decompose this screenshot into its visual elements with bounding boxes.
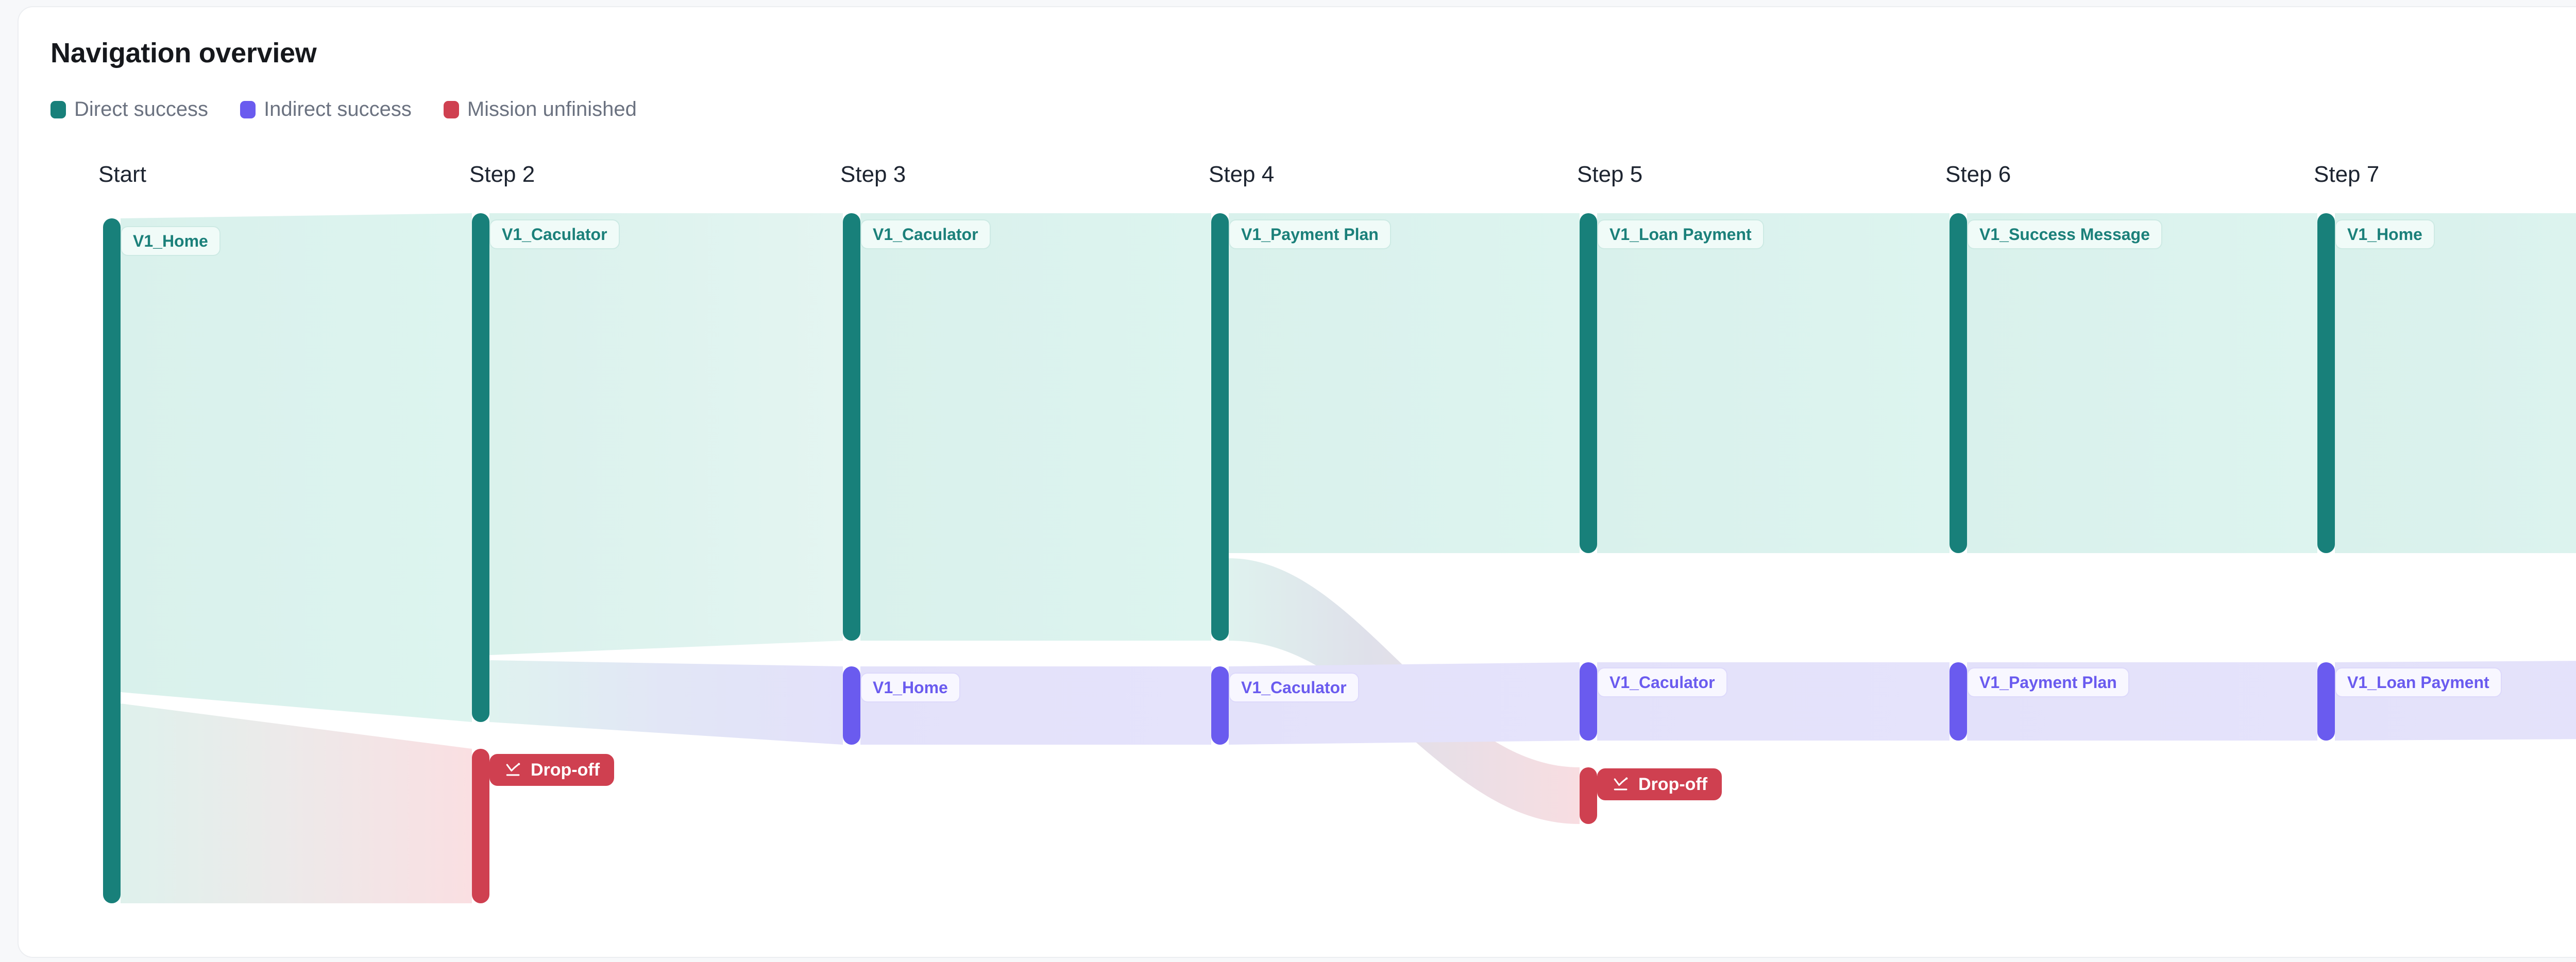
step-header-5: Step 5: [1577, 162, 1643, 187]
dropoff-badge[interactable]: Drop-off: [1597, 768, 1722, 800]
sankey-node-label[interactable]: V1_Caculator: [1229, 673, 1359, 702]
sankey-node-bar[interactable]: [103, 218, 121, 903]
legend-item[interactable]: Mission unfinished: [443, 98, 637, 121]
legend-item[interactable]: Indirect success: [240, 98, 412, 121]
sankey-node-bar[interactable]: [1580, 213, 1597, 553]
legend-label: Direct success: [74, 98, 209, 121]
navigation-overview-card: Navigation overview Direct success Indire…: [18, 6, 2576, 958]
sankey-node-bar[interactable]: [843, 666, 860, 745]
node-label-text: V1_Caculator: [1241, 678, 1347, 697]
node-label-text: V1_Payment Plan: [1241, 225, 1379, 244]
sankey-flow-canvas: [121, 213, 2576, 903]
node-label-text: V1_Payment Plan: [1979, 673, 2117, 692]
square-swatch-icon: [50, 100, 66, 118]
page-title: Navigation overview: [50, 38, 317, 68]
node-label-text: V1_Home: [873, 678, 948, 697]
step-header-1: Start: [98, 162, 146, 187]
sankey-node-bar[interactable]: [1580, 662, 1597, 741]
sankey-node-label[interactable]: V1_Success Message: [1967, 219, 2162, 249]
legend-label: Mission unfinished: [467, 98, 637, 121]
node-label-text: V1_Caculator: [1609, 673, 1715, 692]
node-label-text: V1_Success Message: [1979, 225, 2150, 244]
node-label-text: V1_Caculator: [873, 225, 978, 244]
node-label-text: V1_Home: [2347, 225, 2422, 244]
step-header-4: Step 4: [1209, 162, 1275, 187]
node-label-text: V1_Home: [133, 231, 208, 250]
node-label-text: V1_Loan Payment: [1609, 225, 1752, 244]
sankey-node-bar[interactable]: [1211, 666, 1229, 745]
sankey-node-bar[interactable]: [1950, 213, 1967, 553]
legend-item[interactable]: Direct success: [50, 98, 208, 121]
sankey-node-label[interactable]: V1_Loan Payment: [2335, 667, 2502, 697]
trend-down-icon: [504, 761, 523, 779]
sankey-node-bar[interactable]: [843, 213, 860, 641]
sankey-node-bar[interactable]: [1950, 662, 1967, 741]
node-label-text: V1_Caculator: [502, 225, 607, 244]
sankey-node-bar[interactable]: [472, 749, 489, 903]
sankey-node-bar[interactable]: [2317, 213, 2335, 553]
step-header-6: Step 6: [1945, 162, 2011, 187]
node-label-text: V1_Loan Payment: [2347, 673, 2489, 692]
step-header-7: Step 7: [2314, 162, 2380, 187]
sankey-node-label[interactable]: V1_Payment Plan: [1967, 667, 2129, 697]
sankey-node-label[interactable]: V1_Home: [2335, 219, 2435, 249]
square-swatch-icon: [240, 100, 256, 118]
sankey-node-label[interactable]: V1_Caculator: [1597, 667, 1727, 697]
sankey-node-label[interactable]: V1_Loan Payment: [1597, 219, 1764, 249]
node-label-text: Drop-off: [1638, 774, 1708, 794]
sankey-node-label[interactable]: V1_Home: [860, 673, 960, 702]
sankey-node-label[interactable]: V1_Caculator: [489, 219, 620, 249]
step-header-row: Start Step 2 Step 3 Step 4 Step 5 Step 6 Step …: [19, 162, 2576, 193]
legend-label: Indirect success: [264, 98, 412, 121]
sankey-node-bar[interactable]: [472, 213, 489, 722]
sankey-node-bar[interactable]: [1211, 213, 1229, 641]
sankey-node-bar[interactable]: [2317, 662, 2335, 741]
trend-down-icon: [1612, 776, 1631, 793]
sankey-node-bar[interactable]: [1580, 767, 1597, 824]
sankey-node-label[interactable]: V1_Caculator: [860, 219, 991, 249]
square-swatch-icon: [443, 100, 459, 118]
sankey-node-label[interactable]: V1_Payment Plan: [1229, 219, 1391, 249]
sankey-node-label[interactable]: V1_Home: [121, 226, 221, 256]
step-header-2: Step 2: [469, 162, 535, 187]
node-label-text: Drop-off: [531, 760, 600, 780]
dropoff-badge[interactable]: Drop-off: [489, 754, 615, 786]
chart-legend: Direct success Indirect success Mission un…: [50, 98, 669, 121]
step-header-3: Step 3: [840, 162, 906, 187]
